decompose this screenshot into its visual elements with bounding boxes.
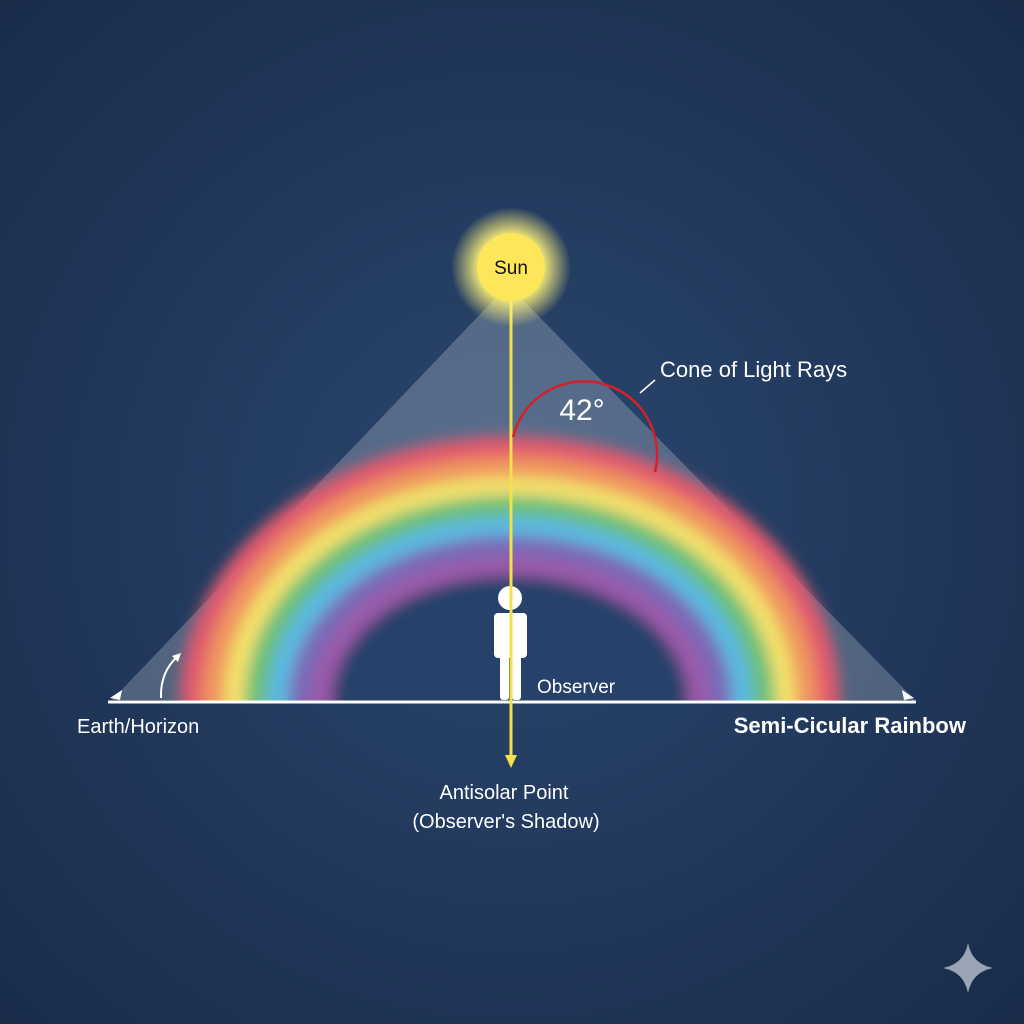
left-arrowhead-icon: [110, 690, 122, 700]
cone-leader-line: [639, 379, 656, 394]
cone-label: Cone of Light Rays: [660, 357, 847, 382]
antisolar-label-line1: Antisolar Point: [440, 782, 569, 804]
rainbow-label: Semi-Cicular Rainbow: [734, 713, 967, 738]
antisolar-arrowhead-icon: [505, 755, 517, 768]
angle-arc: [511, 380, 659, 473]
right-arrowhead-icon: [902, 690, 914, 700]
angle-label: 42°: [559, 394, 604, 427]
sparkle-icon: [943, 943, 993, 993]
sun-label: Sun: [494, 258, 528, 279]
horizon-label: Earth/Horizon: [77, 716, 199, 738]
sun-icon: [477, 233, 545, 301]
observer-label: Observer: [537, 677, 616, 698]
curved-arrowhead-icon: [172, 653, 181, 662]
antisolar-label-line2: (Observer's Shadow): [412, 811, 599, 833]
